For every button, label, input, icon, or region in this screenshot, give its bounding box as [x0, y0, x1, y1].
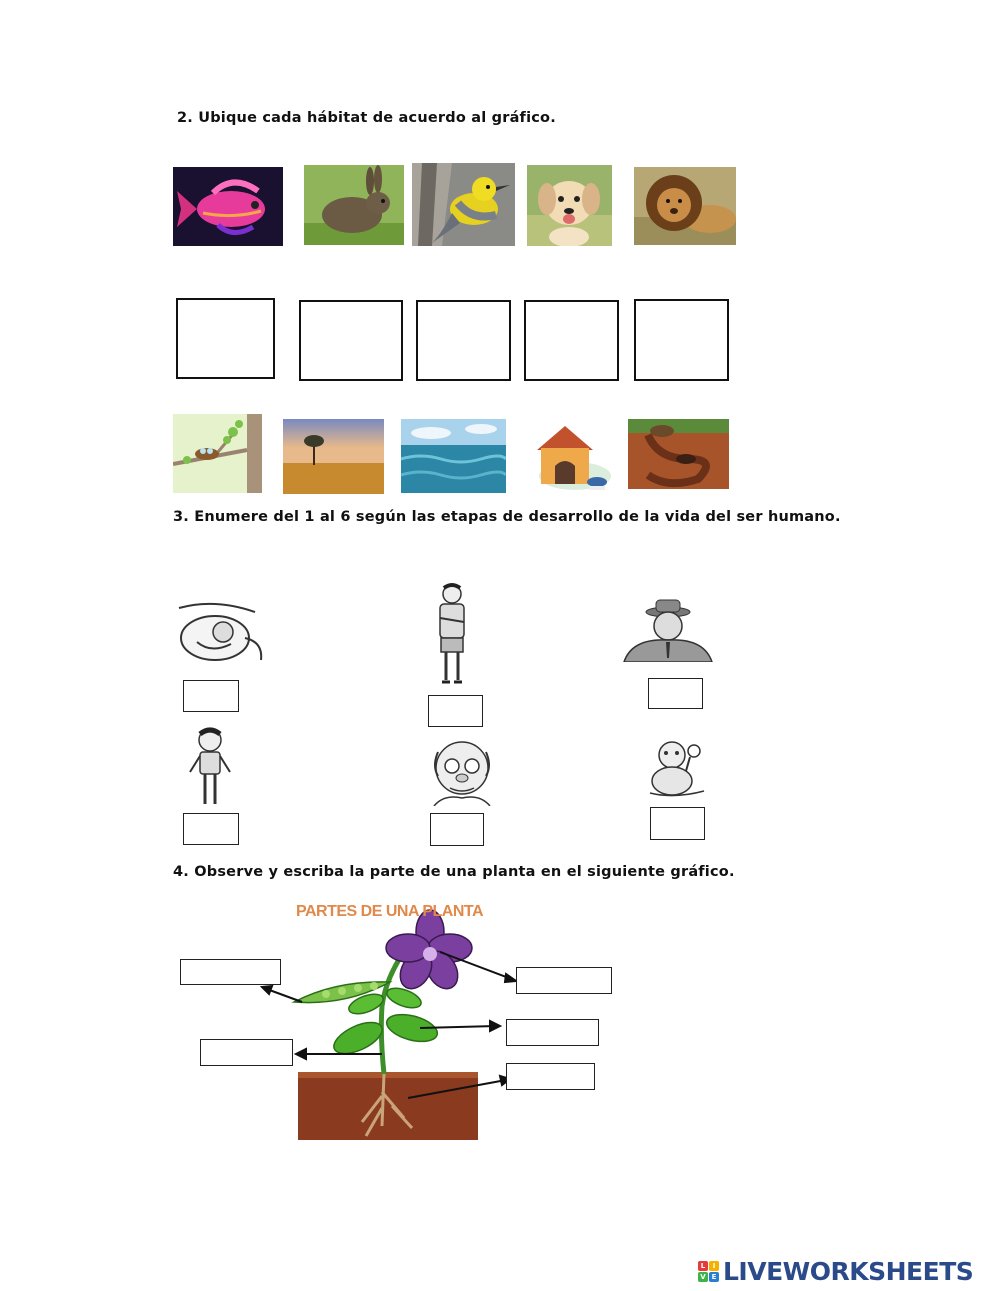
ocean-icon [401, 419, 506, 493]
plant-part-box-root[interactable] [506, 1063, 595, 1090]
baby-icon [644, 737, 710, 799]
life-stage-box-2[interactable] [428, 695, 483, 727]
question-3-title: 3. Enumere del 1 al 6 según las etapas d… [173, 509, 841, 525]
doghouse-icon [525, 416, 612, 493]
liveworksheets-logo[interactable]: L I V E LIVEWORKSHEETS [698, 1256, 974, 1286]
life-stage-box-5[interactable] [430, 813, 484, 846]
life-stage-box-1[interactable] [183, 680, 239, 712]
diagram-title: PARTES DE UNA PLANTA [296, 903, 484, 920]
habitat-answer-box-2[interactable] [299, 300, 403, 381]
badge-letter: V [698, 1271, 708, 1282]
liveworksheets-badge-icon: L I V E [698, 1260, 719, 1282]
bird-icon [412, 163, 515, 246]
plant-part-box-flower[interactable] [516, 967, 612, 994]
elderly-man-icon [424, 736, 500, 806]
question-4-title: 4. Observe y escriba la parte de una pla… [173, 864, 735, 880]
habitat-answer-box-5[interactable] [634, 299, 729, 381]
habitat-answer-box-1[interactable] [176, 298, 275, 379]
nest-tree-icon [173, 414, 262, 493]
question-2-title: 2. Ubique cada hábitat de acuerdo al grá… [177, 110, 556, 126]
teenager-icon [428, 582, 476, 688]
fetus-icon [175, 598, 267, 668]
liveworksheets-brand: LIVEWORKSHEETS [723, 1256, 974, 1286]
plant-part-box-stem[interactable] [200, 1039, 293, 1066]
life-stage-box-6[interactable] [650, 807, 705, 840]
rabbit-icon [304, 165, 404, 245]
badge-letter: I [709, 1260, 719, 1271]
adult-man-icon [622, 598, 714, 662]
habitat-answer-box-3[interactable] [416, 300, 511, 381]
lion-icon [634, 167, 736, 245]
burrow-icon [628, 419, 729, 489]
plant-parts-diagram [176, 896, 616, 1152]
fish-icon [173, 167, 283, 246]
dog-icon [527, 165, 612, 246]
life-stage-box-4[interactable] [183, 813, 239, 845]
badge-letter: L [698, 1260, 708, 1271]
savanna-icon [283, 419, 384, 494]
child-icon [186, 726, 234, 810]
habitat-answer-box-4[interactable] [524, 300, 619, 381]
badge-letter: E [709, 1271, 719, 1282]
plant-part-box-pod[interactable] [180, 959, 281, 985]
life-stage-box-3[interactable] [648, 678, 703, 709]
plant-part-box-leaf[interactable] [506, 1019, 599, 1046]
